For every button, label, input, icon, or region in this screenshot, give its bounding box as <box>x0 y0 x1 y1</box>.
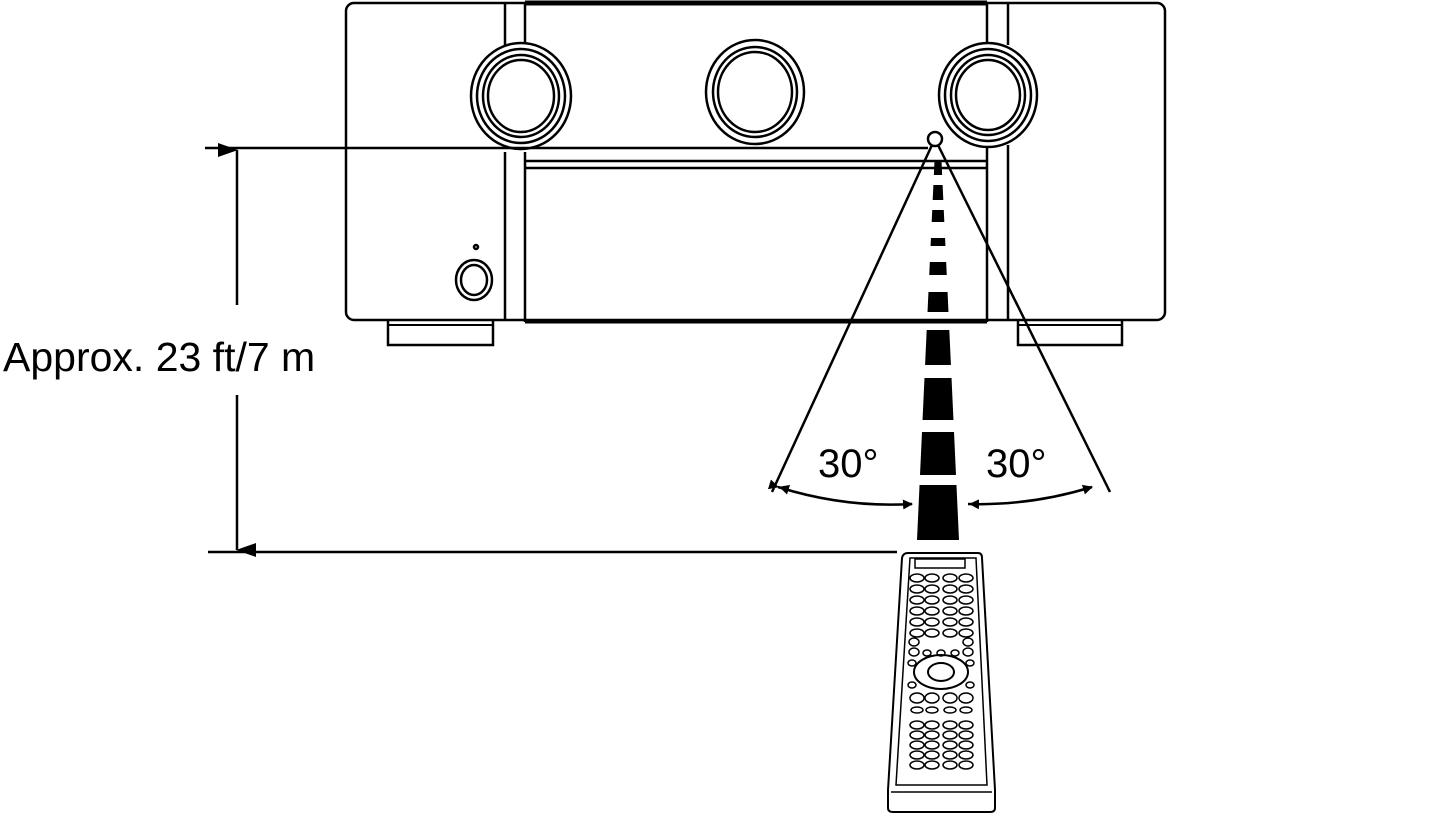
remote-button <box>962 637 974 647</box>
ir-beam-segment <box>931 210 945 222</box>
remote-button <box>965 659 975 667</box>
remote-button <box>942 617 958 627</box>
dpad <box>913 654 969 690</box>
remote-button <box>958 760 974 770</box>
remote-control <box>887 552 996 813</box>
ir-beam <box>917 160 959 540</box>
remote-button <box>924 573 940 583</box>
remote-button <box>942 740 958 750</box>
remote-button <box>958 617 974 627</box>
remote-button <box>958 750 974 760</box>
remote-display <box>914 558 966 569</box>
remote-button <box>924 692 940 704</box>
remote-button <box>942 692 958 704</box>
remote-button <box>942 720 958 730</box>
distance-label: Approx. 23 ft/7 m <box>3 334 315 380</box>
ir-beam-segment <box>917 485 959 540</box>
remote-button <box>909 740 925 750</box>
angle-left-label: 30° <box>818 442 879 486</box>
remote-button <box>924 617 940 627</box>
distance-dimension <box>205 143 928 557</box>
remote-sensor <box>926 130 944 148</box>
remote-button <box>909 584 925 594</box>
remote-button <box>924 628 940 638</box>
standby-indicator <box>472 243 480 251</box>
knob-center <box>704 38 806 146</box>
remote-button <box>962 647 974 657</box>
ir-beam-segment <box>930 238 946 246</box>
remote-button <box>924 595 940 605</box>
ir-beam-segment <box>933 160 943 175</box>
remote-button <box>958 595 974 605</box>
ir-beam-segment <box>927 292 949 312</box>
remote-button <box>909 606 925 616</box>
remote-button <box>907 681 917 689</box>
remote-button <box>910 706 924 714</box>
remote-button <box>924 606 940 616</box>
foot-left <box>386 320 495 347</box>
remote-button <box>924 760 940 770</box>
av-receiver <box>344 0 1167 347</box>
remote-button <box>909 730 925 740</box>
remote-button <box>958 730 974 740</box>
remote-button <box>925 706 939 714</box>
reception-cone <box>767 144 1112 510</box>
remote-button <box>942 730 958 740</box>
remote-button <box>942 628 958 638</box>
ir-beam-segment <box>922 378 954 420</box>
knob-right <box>937 41 1039 149</box>
remote-button <box>958 720 974 730</box>
remote-button <box>942 760 958 770</box>
angle-right-label: 30° <box>986 442 1047 486</box>
remote-button <box>907 659 917 667</box>
foot-right <box>1016 320 1124 347</box>
remote-button <box>958 606 974 616</box>
remote-button <box>965 681 975 689</box>
remote-button <box>924 584 940 594</box>
remote-button <box>924 740 940 750</box>
remote-button <box>924 720 940 730</box>
remote-button <box>958 628 974 638</box>
remote-button <box>942 595 958 605</box>
remote-button <box>943 706 957 714</box>
remote-button <box>942 573 958 583</box>
remote-button <box>908 647 920 657</box>
power-button <box>454 258 494 302</box>
ir-beam-segment <box>920 432 956 475</box>
remote-button <box>909 617 925 627</box>
remote-button <box>909 628 925 638</box>
remote-button <box>922 649 932 657</box>
remote-button <box>924 750 940 760</box>
remote-button <box>958 740 974 750</box>
remote-button <box>958 584 974 594</box>
remote-button <box>942 750 958 760</box>
remote-button <box>958 573 974 583</box>
remote-button <box>909 750 925 760</box>
remote-button <box>959 706 973 714</box>
remote-button <box>909 595 925 605</box>
remote-button <box>909 720 925 730</box>
knob-left <box>469 41 573 151</box>
remote-button <box>942 584 958 594</box>
remote-button <box>908 637 920 647</box>
ir-beam-segment <box>929 262 947 275</box>
remote-button <box>909 573 925 583</box>
remote-button <box>950 649 960 657</box>
remote-button <box>958 692 974 704</box>
remote-button <box>909 760 925 770</box>
remote-button <box>942 606 958 616</box>
ir-beam-segment <box>932 185 944 200</box>
ir-beam-segment <box>925 330 951 365</box>
remote-button <box>909 692 925 704</box>
remote-button <box>924 730 940 740</box>
